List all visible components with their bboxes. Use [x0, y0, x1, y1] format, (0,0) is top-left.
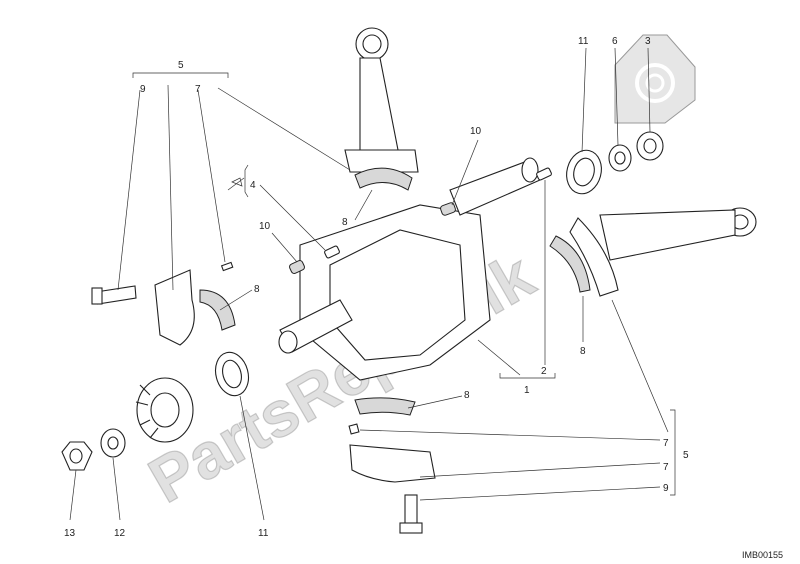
- bracket-5-right: [670, 409, 676, 496]
- bolt-symbol-icon: [227, 177, 245, 191]
- callout-2: 2: [541, 366, 547, 377]
- bearing-cap-left: [91, 261, 236, 346]
- callout-8-left: 8: [254, 284, 260, 295]
- leader-lines: [69, 47, 669, 521]
- callout-9-right: 9: [663, 483, 669, 494]
- callout-8-right: 8: [580, 346, 586, 357]
- callout-9-top: 9: [140, 84, 146, 95]
- callout-4: 4: [250, 180, 256, 191]
- connecting-rod-right: [549, 207, 757, 297]
- timing-gear: [135, 377, 194, 443]
- callout-12: 12: [114, 528, 126, 539]
- callout-5-right: 5: [683, 450, 689, 461]
- gear-icon: [614, 34, 696, 124]
- callout-8-bottom: 8: [464, 390, 470, 401]
- bearing-cap-bottom: [348, 397, 436, 534]
- callout-10-right: 10: [470, 126, 482, 137]
- washer-12: [100, 428, 126, 458]
- dowel-pins: [289, 167, 552, 275]
- callout-6: 6: [612, 36, 618, 47]
- crankshaft: [278, 157, 541, 381]
- bracket-1: [499, 373, 556, 379]
- callout-7-lower: 7: [663, 462, 669, 473]
- nut-13: [61, 441, 93, 471]
- callout-13: 13: [64, 528, 76, 539]
- callout-7-right: 7: [663, 438, 669, 449]
- bracket-5-top: [132, 72, 229, 78]
- bracket-4: [244, 164, 249, 198]
- callout-8-mid: 8: [342, 217, 348, 228]
- callout-10-left: 10: [259, 221, 271, 232]
- connecting-rod-upper: [344, 27, 419, 191]
- diagram-code: IMB00155: [742, 550, 783, 560]
- callout-labels: 5 9 7 4 8 10 8 10 11 6 3 8 2 1 8 7 7 9 5…: [64, 36, 689, 539]
- callout-7-top: 7: [195, 84, 201, 95]
- callout-11-bottom: 11: [258, 528, 269, 539]
- callout-1: 1: [524, 385, 530, 396]
- callout-5-top: 5: [178, 60, 184, 71]
- callout-11-top: 11: [578, 36, 589, 47]
- callout-3: 3: [645, 36, 651, 47]
- thrust-washers: [214, 131, 664, 397]
